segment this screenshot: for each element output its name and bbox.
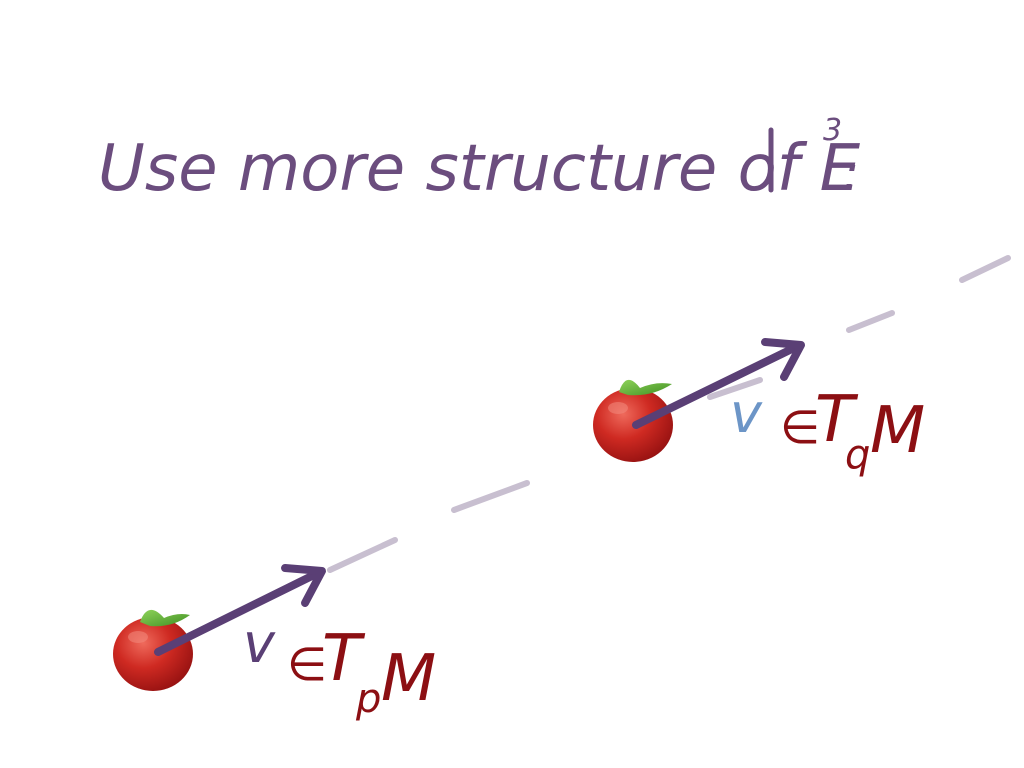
label-p-subscript: p	[355, 676, 381, 722]
trajectory-segment	[327, 537, 398, 573]
title-text: Use more structure of E	[98, 132, 861, 206]
label-q-vector: v	[730, 382, 763, 445]
label-q-space: T	[815, 383, 859, 457]
trajectory-segment	[846, 310, 895, 333]
label-q: v ∈ T q M	[730, 382, 925, 478]
label-p-manifold: M	[381, 642, 436, 716]
label-q-subscript: q	[845, 432, 870, 478]
trajectory-segment	[959, 255, 1011, 283]
trajectory-curve	[327, 255, 1011, 573]
label-p-space: T	[322, 622, 366, 696]
title-colon: :	[843, 146, 859, 202]
trajectory-segment	[707, 377, 763, 400]
vector-p-arrow	[154, 564, 326, 656]
trajectory-segment	[451, 480, 530, 513]
label-p-membership: ∈	[287, 637, 327, 691]
point-q-group	[593, 338, 805, 462]
point-p-group	[113, 564, 326, 691]
label-q-membership: ∈	[780, 400, 820, 454]
vector-q-arrow	[632, 338, 805, 429]
apple-q-icon	[593, 379, 673, 462]
label-q-manifold: M	[870, 394, 925, 468]
apple-p-icon	[113, 609, 193, 691]
label-p-vector: v	[243, 612, 276, 675]
title-superscript: 3	[823, 113, 842, 148]
label-p: v ∈ T p M	[243, 612, 436, 722]
